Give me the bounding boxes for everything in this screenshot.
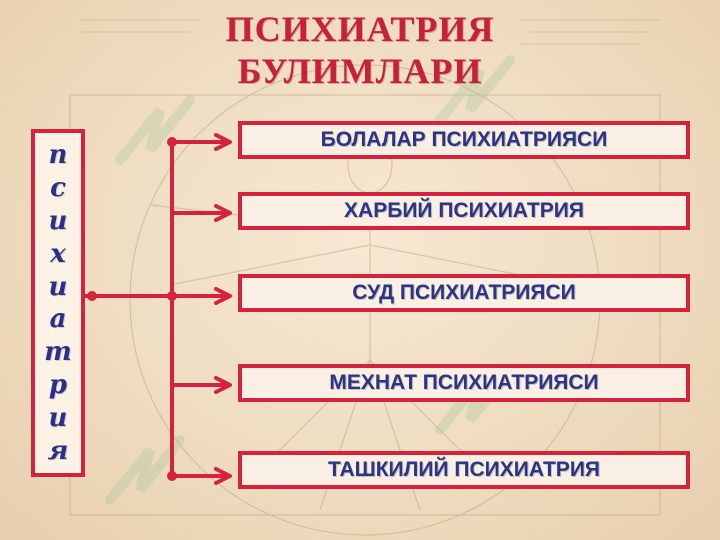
vertical-letter: и	[48, 271, 68, 302]
vertical-word-box: п с и х и а т р и я	[31, 129, 85, 477]
vertical-letter: и	[48, 205, 68, 236]
branch-box-forensic-psychiatry: СУД ПСИХИАТРИЯСИ	[238, 274, 690, 312]
branch-box-military-psychiatry: ХАРБИЙ ПСИХИАТРИЯ	[238, 192, 690, 230]
vertical-letter: и	[48, 403, 68, 434]
vertical-letter: я	[47, 436, 69, 467]
branch-box-occupational-psychiatry: МЕХНАТ ПСИХИАТРИЯСИ	[238, 364, 690, 402]
vertical-letter: р	[48, 370, 68, 401]
branch-box-child-psychiatry: БОЛАЛАР ПСИХИАТРИЯСИ	[238, 121, 690, 159]
vertical-letter: т	[44, 337, 72, 368]
branch-box-organizational-psychiatry: ТАШКИЛИЙ ПСИХИАТРИЯ	[238, 451, 690, 489]
vertical-letter: а	[49, 304, 67, 335]
page-title-line-1: ПСИХИАТРИЯ	[225, 9, 495, 49]
page-title-line-2: БУЛИМЛАРИ	[237, 51, 483, 91]
vertical-letter: х	[50, 238, 66, 269]
vertical-letter: с	[50, 172, 66, 203]
vertical-letter: п	[48, 139, 68, 170]
